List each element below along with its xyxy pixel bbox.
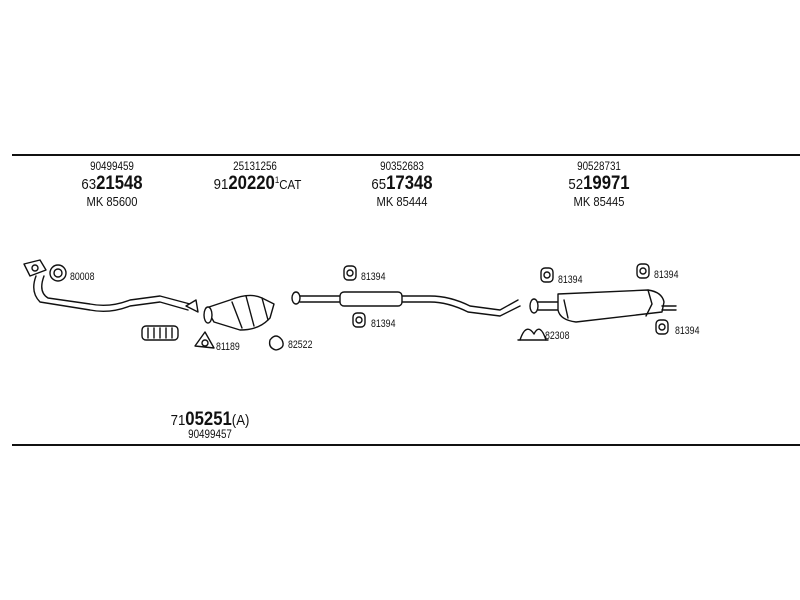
catalytic-converter: [203, 294, 275, 331]
group-3-mk-code: MK 85444: [376, 194, 428, 209]
bottom-oe-number: 90499457: [188, 427, 232, 441]
group-4-oe-number: 90528731: [577, 159, 621, 173]
top-divider-line: [12, 154, 800, 156]
ref-81189: 81189: [216, 341, 240, 353]
hanger-81394-c: [540, 267, 554, 283]
ref-81394-e: 81394: [675, 325, 700, 337]
bottom-part-number: 7105251(A): [170, 409, 250, 430]
pipe-clamp-82308: [517, 328, 549, 341]
ref-80008: 80008: [70, 271, 95, 283]
ref-81394-b: 81394: [371, 318, 396, 330]
group-1-mk-code: MK 85600: [86, 194, 138, 209]
gasket-ring-80008: [49, 264, 67, 282]
group-3-oe-number: 90352683: [380, 159, 424, 173]
hanger-81394-b: [352, 312, 366, 328]
front-pipe: [23, 259, 199, 313]
ref-81394-d: 81394: [654, 269, 679, 281]
ref-82522: 82522: [288, 339, 313, 351]
group-2-oe-number: 25131256: [233, 159, 277, 173]
ref-81394-a: 81394: [361, 271, 386, 283]
flex-joint: [141, 325, 179, 341]
group-1-part-number: 6321548: [81, 173, 143, 194]
ref-81394-c: 81394: [558, 274, 583, 286]
bottom-divider-line: [12, 444, 800, 446]
group-4-mk-code: MK 85445: [573, 194, 625, 209]
group-1-oe-number: 90499459: [90, 159, 134, 173]
hanger-81394-e: [655, 319, 669, 335]
group-2-part-number: 91202201CAT: [213, 173, 302, 194]
middle-pipe-resonator: [291, 291, 521, 317]
group-4-part-number: 5219971: [568, 173, 630, 194]
hanger-81394-d: [636, 263, 650, 279]
rear-silencer: [529, 289, 677, 323]
gasket-ring-inner: [53, 268, 63, 278]
group-3-part-number: 6517348: [371, 173, 433, 194]
ref-82308: 82308: [545, 330, 570, 342]
gasket-82522: [268, 335, 284, 351]
flange-gasket-hole: [201, 339, 209, 347]
hanger-81394-a: [343, 265, 357, 281]
